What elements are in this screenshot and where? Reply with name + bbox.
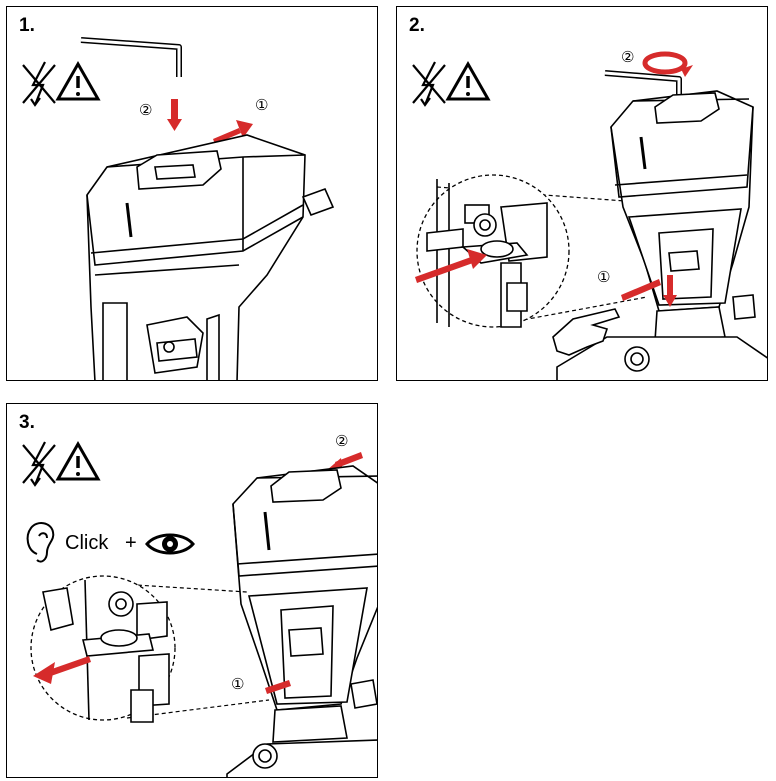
callout-1: ① <box>597 268 610 286</box>
no-power-icon <box>412 61 446 107</box>
actuator-housing <box>86 134 335 380</box>
step-2-number: 2. <box>409 15 425 36</box>
warning-triangle-icon <box>55 440 101 481</box>
callout-1: ① <box>255 96 268 114</box>
callout-2: ② <box>621 48 634 66</box>
actuator-housing <box>556 90 767 380</box>
no-power-icon <box>22 441 56 487</box>
lever-arrow <box>663 275 677 307</box>
detail-inset <box>30 575 176 723</box>
step-3-panel: 3. ② <box>6 403 378 778</box>
click-label: Click <box>65 532 109 554</box>
ear-icon <box>26 522 55 563</box>
step-2-illustration: ② <box>412 48 767 380</box>
warning-triangle-icon <box>445 60 491 101</box>
callout-2: ② <box>139 101 152 119</box>
step-1-illustration: ② ① <box>22 37 335 380</box>
inset-arrow <box>33 656 91 684</box>
step-3-illustration: ② ① <box>22 432 377 777</box>
detail-inset <box>415 174 570 328</box>
red-pointer-line <box>621 279 661 301</box>
inset-arrow <box>415 249 487 283</box>
actuator-housing <box>226 465 377 777</box>
callout-1: ① <box>231 675 244 693</box>
step-1-panel: 1. ② ① <box>6 6 378 381</box>
warning-triangle-icon <box>55 60 101 101</box>
insert-arrow <box>167 99 182 131</box>
step-1-number: 1. <box>19 15 35 36</box>
eye-icon <box>145 533 195 555</box>
lever-arrow <box>265 680 291 694</box>
step-2-panel: 2. ② <box>396 6 768 381</box>
pointing-hand-icon <box>552 308 621 356</box>
step-3-number: 3. <box>19 412 35 433</box>
slide-arrow <box>213 120 253 144</box>
plus-label: + <box>125 532 137 554</box>
rotation-arrow-icon <box>642 51 693 77</box>
callout-2: ② <box>335 432 348 450</box>
no-power-icon <box>22 61 56 107</box>
